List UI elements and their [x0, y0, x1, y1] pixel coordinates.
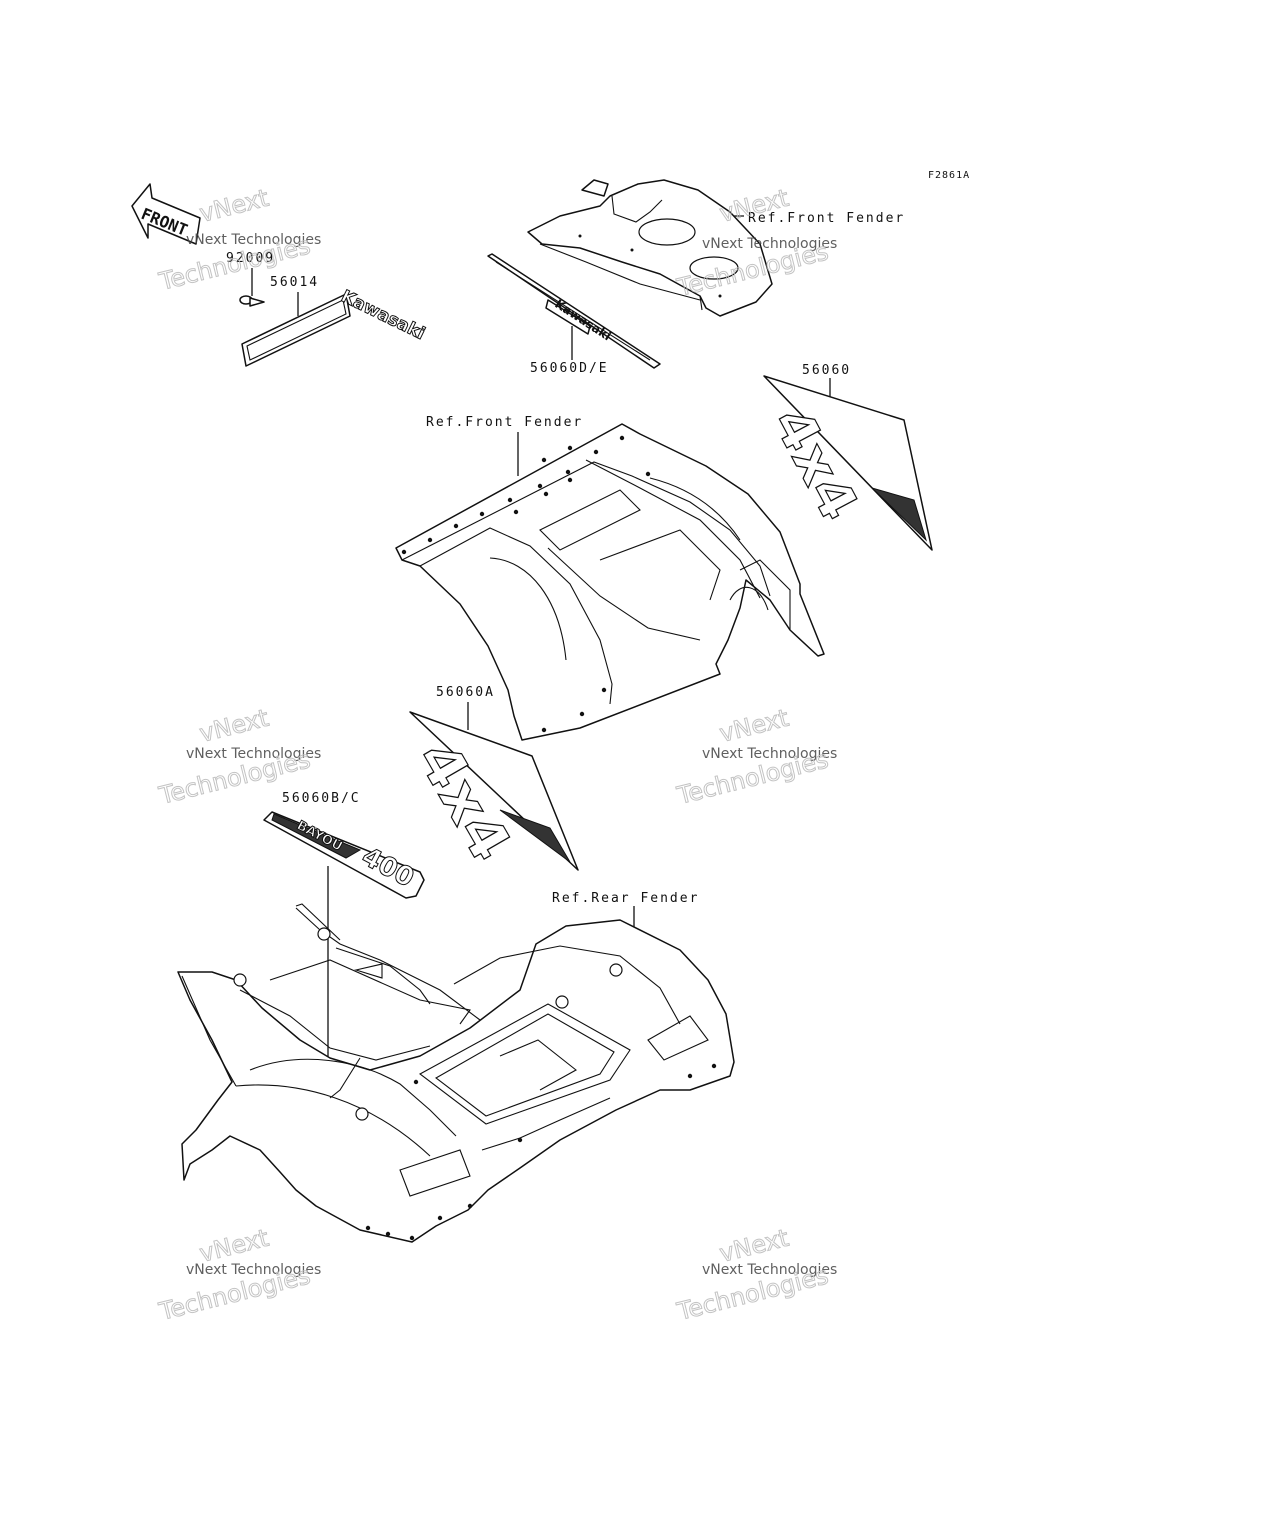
stripe-56060BC: BAYOU 400 — [263, 811, 425, 899]
decal-56060A: 4x4 — [404, 711, 579, 873]
screw-icon — [239, 295, 265, 307]
svg-text:vNext Technologies: vNext Technologies — [186, 1262, 321, 1278]
ref-front-fender-top: Ref.Front Fender — [748, 211, 905, 226]
emblem-56014: Kawasaki — [241, 286, 428, 367]
label-56060A: 56060A — [436, 685, 495, 700]
label-56060DE: 56060D/E — [530, 361, 609, 376]
figure-code: F2861A — [928, 170, 970, 181]
svg-text:vNext Technologies: vNext Technologies — [702, 746, 837, 762]
ref-front-fender-mid: Ref.Front Fender — [426, 415, 583, 430]
front-fender-top — [527, 179, 773, 317]
svg-text:vNext: vNext — [717, 704, 792, 748]
label-92009: 92009 — [226, 251, 275, 266]
stripe-56060DE-text: Kawasaki — [552, 297, 613, 344]
watermark-bottom-right: vNext vNext Technologies Technologies — [673, 1223, 837, 1326]
rear-fender — [177, 903, 735, 1243]
label-56014: 56014 — [270, 275, 319, 290]
watermark-mid-right: vNext vNext Technologies Technologies — [673, 703, 837, 810]
svg-text:vNext Technologies: vNext Technologies — [186, 746, 321, 762]
watermark-bottom-left: vNext vNext Technologies Technologies — [155, 1223, 321, 1326]
svg-text:vNext Technologies: vNext Technologies — [702, 236, 837, 252]
svg-text:vNext Technologies: vNext Technologies — [186, 232, 321, 248]
label-56060BC: 56060B/C — [282, 791, 361, 806]
svg-text:vNext: vNext — [197, 184, 272, 228]
svg-text:vNext Technologies: vNext Technologies — [702, 1262, 837, 1278]
svg-text:vNext: vNext — [197, 704, 272, 748]
emblem-56014-text: Kawasaki — [338, 287, 428, 345]
ref-rear-fender: Ref.Rear Fender — [552, 891, 699, 906]
stripe-56060DE: Kawasaki — [487, 253, 661, 369]
label-56060: 56060 — [802, 363, 851, 378]
front-fender-middle — [395, 423, 825, 741]
decal-56060: 4x4 — [760, 375, 933, 551]
